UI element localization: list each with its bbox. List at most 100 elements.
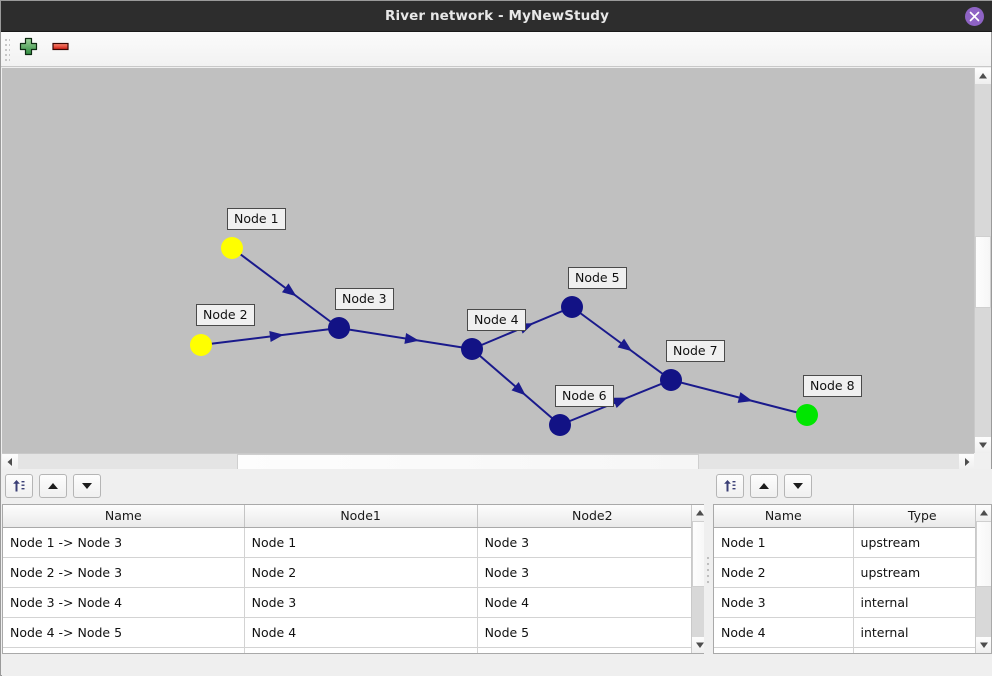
column-header[interactable]: Name xyxy=(714,505,854,528)
column-header[interactable]: Name xyxy=(3,505,245,528)
delete-node-button[interactable] xyxy=(51,37,77,62)
reaches-sort-button[interactable] xyxy=(5,474,33,498)
node-label[interactable]: Node 3 xyxy=(335,288,394,310)
nodes-scroll-up-button[interactable] xyxy=(976,505,991,521)
graph-node[interactable] xyxy=(561,296,583,318)
table-row[interactable] xyxy=(714,647,991,653)
graph-node[interactable] xyxy=(461,338,483,360)
scroll-down-button[interactable] xyxy=(975,437,991,453)
node-label[interactable]: Node 8 xyxy=(803,375,862,397)
graph-node[interactable] xyxy=(190,334,212,356)
triangle-up-icon xyxy=(696,510,704,516)
nodes-layer xyxy=(190,237,818,436)
table-cell[interactable]: Node 3 -> Node 4 xyxy=(3,587,245,618)
node-label[interactable]: Node 7 xyxy=(666,340,725,362)
graph-node[interactable] xyxy=(660,369,682,391)
canvas-horizontal-scrollbar[interactable] xyxy=(2,453,976,470)
table-cell[interactable]: Node 4 xyxy=(244,617,478,648)
edges-layer xyxy=(200,247,808,426)
table-cell[interactable]: Node 1 -> Node 3 xyxy=(3,527,245,558)
node-label[interactable]: Node 6 xyxy=(555,385,614,407)
reaches-move-down-button[interactable] xyxy=(73,474,101,498)
graph-node[interactable] xyxy=(549,414,571,436)
scroll-right-button[interactable] xyxy=(959,454,975,470)
vscroll-thumb[interactable] xyxy=(975,236,991,308)
table-cell[interactable]: Node 2 xyxy=(714,557,854,588)
triangle-down-icon xyxy=(979,442,987,448)
table-cell[interactable] xyxy=(3,647,245,653)
canvas-vertical-scrollbar[interactable] xyxy=(974,68,991,453)
nodes-sort-button[interactable] xyxy=(716,474,744,498)
table-row[interactable] xyxy=(3,647,707,653)
edge-arrow-icon xyxy=(617,338,633,352)
nodes-move-down-button[interactable] xyxy=(784,474,812,498)
scroll-up-button[interactable] xyxy=(975,68,991,84)
nodes-vscroll-thumb[interactable] xyxy=(976,521,991,587)
toolbar-grip[interactable] xyxy=(5,39,10,61)
graph-node[interactable] xyxy=(328,317,350,339)
table-cell[interactable]: Node 1 xyxy=(714,527,854,558)
node-label[interactable]: Node 1 xyxy=(227,208,286,230)
table-cell[interactable]: Node 5 xyxy=(477,617,707,648)
table-cell[interactable]: Node 4 -> Node 5 xyxy=(3,617,245,648)
table-cell[interactable]: upstream xyxy=(853,527,991,558)
node-label[interactable]: Node 5 xyxy=(568,267,627,289)
node-label[interactable]: Node 4 xyxy=(467,309,526,331)
table-cell[interactable]: Node 3 xyxy=(244,587,478,618)
table-cell[interactable]: internal xyxy=(853,617,991,648)
table-cell[interactable]: Node 3 xyxy=(477,527,707,558)
reaches-vscroll-thumb[interactable] xyxy=(692,521,707,587)
nodes-scroll-down-button[interactable] xyxy=(976,637,991,653)
table-cell[interactable]: Node 4 xyxy=(714,617,854,648)
vertical-splitter[interactable] xyxy=(704,471,713,676)
column-header[interactable]: Type xyxy=(853,505,991,528)
graph-node[interactable] xyxy=(796,404,818,426)
table-cell[interactable]: upstream xyxy=(853,557,991,588)
reaches-vertical-scrollbar[interactable] xyxy=(691,505,707,653)
table-cell[interactable]: Node 3 xyxy=(477,557,707,588)
table-cell[interactable]: Node 3 xyxy=(714,587,854,618)
close-button[interactable] xyxy=(965,7,984,26)
triangle-up-icon xyxy=(48,483,58,489)
reaches-move-up-button[interactable] xyxy=(39,474,67,498)
table-cell[interactable] xyxy=(477,647,707,653)
reaches-scroll-down-button[interactable] xyxy=(692,637,707,653)
nodes-move-up-button[interactable] xyxy=(750,474,778,498)
edge-arrow-icon xyxy=(511,382,526,396)
table-cell[interactable]: Node 2 -> Node 3 xyxy=(3,557,245,588)
table-cell[interactable] xyxy=(714,647,854,653)
add-node-button[interactable] xyxy=(19,37,45,62)
table-cell[interactable]: Node 4 xyxy=(477,587,707,618)
reaches-scroll-up-button[interactable] xyxy=(692,505,707,521)
table-cell[interactable] xyxy=(244,647,478,653)
node-label[interactable]: Node 2 xyxy=(196,304,255,326)
graph-node[interactable] xyxy=(221,237,243,259)
table-cell[interactable]: Node 1 xyxy=(244,527,478,558)
hscroll-thumb[interactable] xyxy=(237,454,699,470)
column-header[interactable]: Node1 xyxy=(244,505,478,528)
edge[interactable] xyxy=(670,379,808,416)
table-cell[interactable]: Node 2 xyxy=(244,557,478,588)
scroll-left-button[interactable] xyxy=(2,454,18,470)
nodes-vertical-scrollbar[interactable] xyxy=(975,505,991,653)
network-canvas[interactable]: Node 1 Node 2 Node 3 Node 4 Node 5 Node 6 Node… xyxy=(2,68,976,453)
column-header[interactable]: Node2 xyxy=(477,505,707,528)
table-cell[interactable] xyxy=(853,647,991,653)
edge-arrow-icon xyxy=(404,333,420,344)
triangle-down-icon xyxy=(980,642,988,648)
table-cell[interactable]: internal xyxy=(853,587,991,618)
